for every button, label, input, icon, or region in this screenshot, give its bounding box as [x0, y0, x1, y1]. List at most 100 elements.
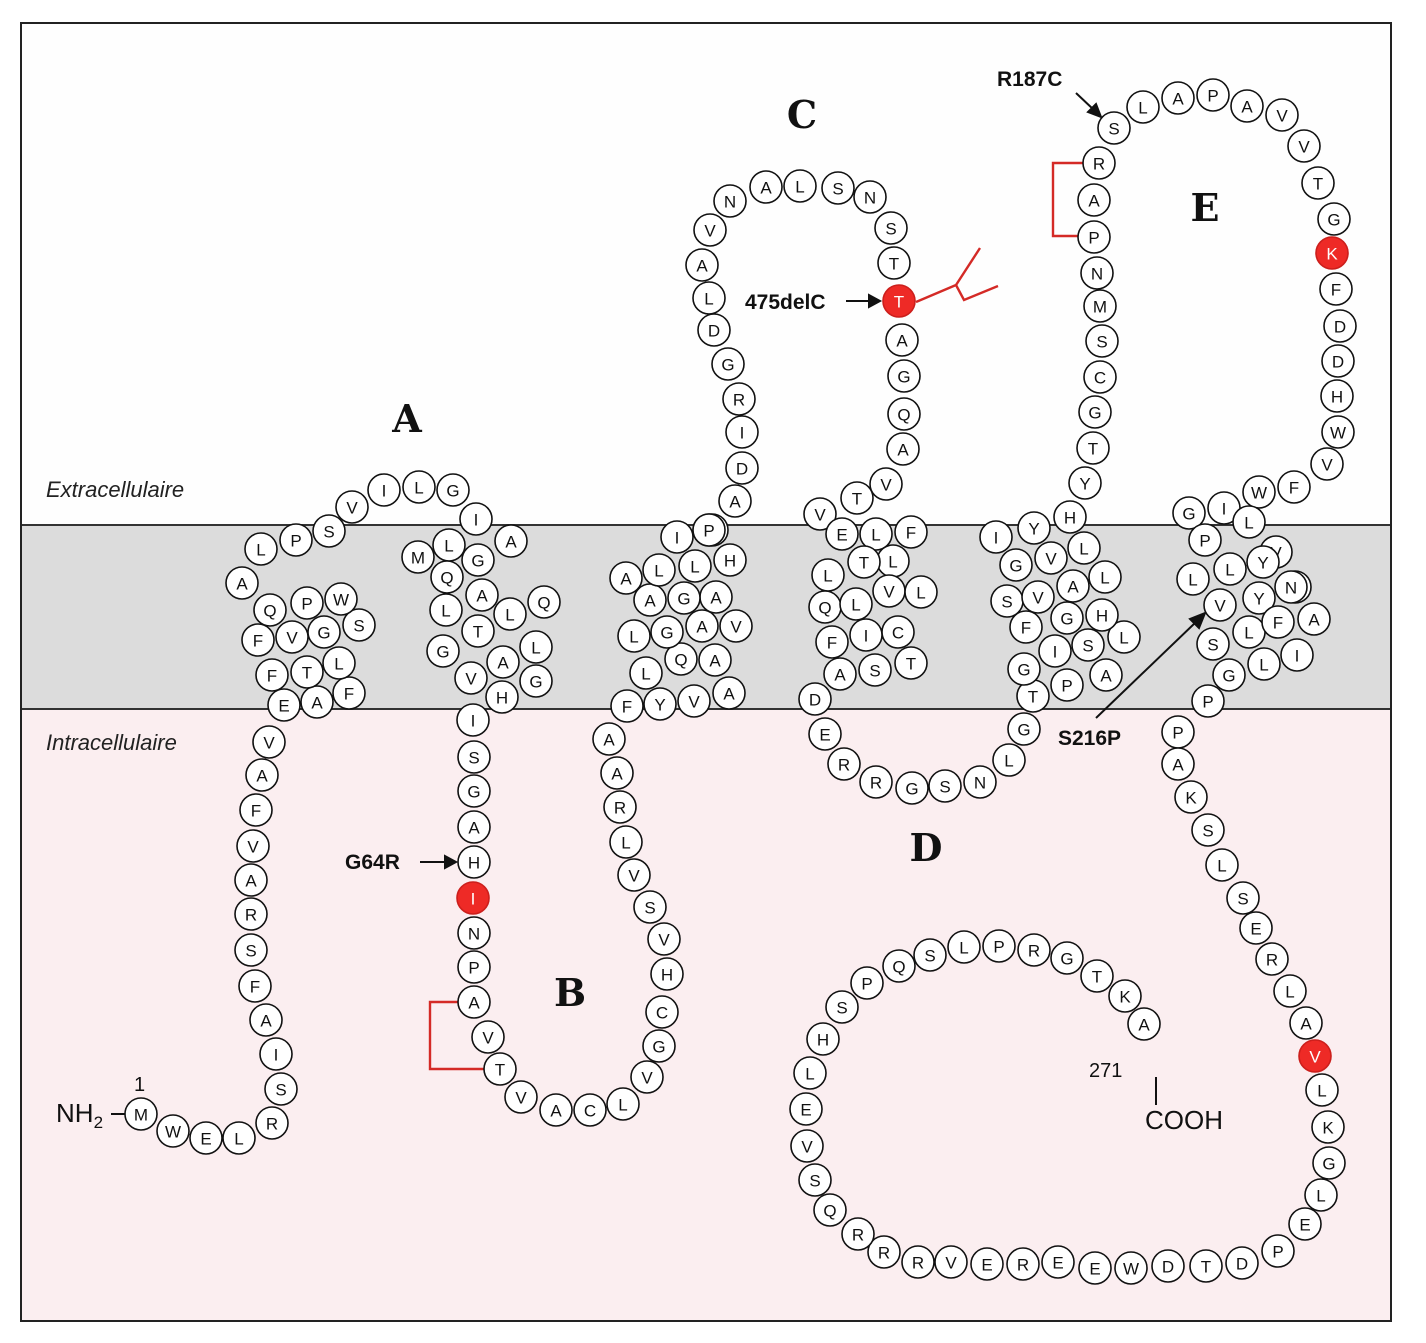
residue-letter: Q	[537, 594, 550, 613]
residue-letter: I	[382, 482, 387, 501]
residue-circle	[1304, 1178, 1338, 1212]
residue-letter: A	[620, 570, 632, 589]
residue: L	[1305, 1073, 1339, 1107]
residue-letter: H	[1064, 509, 1076, 528]
residue-letter: A	[1172, 90, 1184, 109]
residue-letter: T	[894, 293, 904, 312]
residue: E	[1239, 911, 1273, 945]
mutant-residue: V	[1298, 1039, 1332, 1073]
residue-circle	[457, 916, 491, 950]
residue-letter: T	[906, 655, 916, 674]
residue-circle	[853, 180, 887, 214]
residue: A	[1289, 1006, 1323, 1040]
residue-circle	[790, 1129, 824, 1163]
residue-letter: S	[939, 778, 950, 797]
residue: N	[457, 916, 491, 950]
residue-letter: I	[864, 627, 869, 646]
residue-letter: P	[1272, 1243, 1283, 1262]
residue-letter: L	[805, 1065, 814, 1084]
residue: H	[1085, 598, 1119, 632]
residue-letter: A	[468, 994, 480, 1013]
residue-letter: L	[916, 584, 925, 603]
residue-circle	[1067, 531, 1101, 565]
residue-letter: N	[724, 193, 736, 212]
residue-letter: C	[892, 624, 904, 643]
residue-circle	[485, 680, 519, 714]
residue-letter: G	[1182, 505, 1195, 524]
residue: H	[1053, 500, 1087, 534]
residue-letter: L	[441, 602, 450, 621]
residue-circle	[189, 1121, 223, 1155]
residue: L	[1232, 615, 1266, 649]
residue: W	[156, 1114, 190, 1148]
residue: P	[1261, 1234, 1295, 1268]
residue: G	[1078, 395, 1112, 429]
residue: S	[1196, 627, 1230, 661]
residue-circle	[840, 481, 874, 515]
residue: P	[982, 929, 1016, 963]
residue-circle	[858, 653, 892, 687]
residue-circle	[436, 473, 470, 507]
residue: F	[1261, 605, 1295, 639]
residue-letter: R	[870, 774, 882, 793]
extracellular-label: Extracellulaire	[46, 477, 185, 502]
residue-circle	[245, 758, 279, 792]
residue-circle	[1068, 466, 1102, 500]
residue-circle	[332, 676, 366, 710]
residue: D	[1321, 344, 1355, 378]
residue-letter: S	[836, 999, 847, 1018]
residue-circle	[610, 689, 644, 723]
residue-letter: A	[723, 685, 735, 704]
residue: V	[1265, 98, 1299, 132]
residue: S	[234, 933, 268, 967]
residue-letter: L	[629, 628, 638, 647]
residue-letter: N	[468, 925, 480, 944]
residue-letter: A	[245, 872, 257, 891]
residue-circle	[1321, 344, 1355, 378]
residue: Y	[643, 687, 677, 721]
residue: G	[1317, 202, 1351, 236]
residue-letter: G	[1017, 661, 1030, 680]
residue: T	[461, 614, 495, 648]
residue: A	[592, 722, 626, 756]
n-terminus-subscript: 2	[94, 1113, 103, 1132]
residue-circle	[1161, 81, 1195, 115]
residue-circle	[867, 1235, 901, 1269]
residue-circle	[839, 587, 873, 621]
residue-circle	[719, 609, 753, 643]
residue-letter: L	[795, 178, 804, 197]
residue: N	[1080, 256, 1114, 290]
residue-letter: S	[869, 662, 880, 681]
residue-circle	[713, 184, 747, 218]
residue: F	[815, 625, 849, 659]
residue: I	[849, 618, 883, 652]
residue: V	[1287, 129, 1321, 163]
residue-letter: P	[993, 938, 1004, 957]
residue-letter: L	[871, 526, 880, 545]
residue-circle	[1017, 933, 1051, 967]
residue-letter: A	[1172, 756, 1184, 775]
residue-circle	[600, 756, 634, 790]
residue-letter: L	[1188, 571, 1197, 590]
residue-circle	[617, 858, 651, 892]
residue: L	[1304, 1178, 1338, 1212]
residue-letter: L	[888, 553, 897, 572]
residue: A	[457, 810, 491, 844]
residue: S	[1071, 628, 1105, 662]
residue: I	[1038, 634, 1072, 668]
residue: P	[279, 523, 313, 557]
residue: D	[1225, 1246, 1259, 1280]
residue-letter: H	[1096, 607, 1108, 626]
residue: P	[290, 586, 324, 620]
residue-circle	[1311, 1110, 1345, 1144]
residue: F	[239, 793, 273, 827]
residue: R	[1082, 146, 1116, 180]
residue-letter: V	[1045, 550, 1057, 569]
mutant-residue: I	[456, 881, 490, 915]
residue-circle	[1230, 89, 1264, 123]
residue-letter: S	[468, 749, 479, 768]
residue: V	[1203, 588, 1237, 622]
residue-letter: H	[724, 552, 736, 571]
residue-letter: L	[1079, 540, 1088, 559]
residue-circle	[793, 1056, 827, 1090]
